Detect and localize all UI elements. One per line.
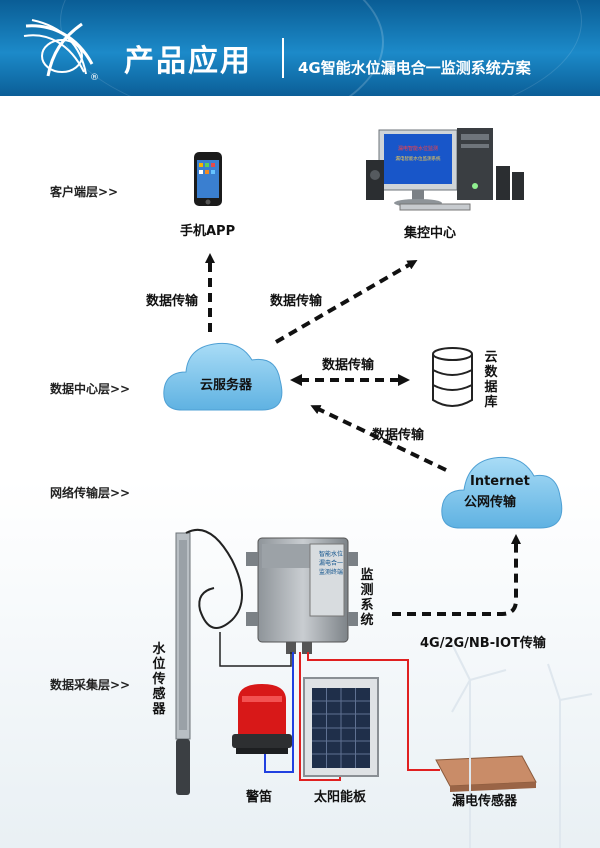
network-type-label: 4G/2G/NB-IOT传输: [420, 636, 546, 651]
water-level-sensor-icon: [175, 528, 243, 795]
arrow-to-control-center: [274, 259, 418, 344]
phone-icon: [194, 152, 222, 206]
layer-label-network: 网络传输层>>: [50, 486, 131, 500]
alarm-siren-icon: [232, 684, 292, 754]
svg-text:漏电智能水位监测系统: 漏电智能水位监测系统: [396, 155, 441, 162]
page-title: 产品应用: [124, 44, 252, 79]
device-box-text-line: 智能水位: [319, 550, 343, 558]
layer-label-collection: 数据采集层>>: [50, 678, 131, 692]
internet-cloud-icon: [441, 456, 563, 529]
edge-label-to-center: 数据传输: [270, 294, 323, 309]
phone-app-label: 手机APP: [180, 224, 236, 239]
device-box-text: 智能水位 漏电合一 监测终端: [319, 550, 345, 576]
solar-panel-icon: [303, 677, 379, 777]
wire-red: [307, 652, 440, 771]
arrow-monitor-to-internet: [392, 534, 521, 616]
layer-label-client: 客户端层>>: [50, 185, 119, 199]
header-banner: ® 产品应用 4G智能水位漏电合一监测系统方案: [0, 0, 600, 96]
cloud-db-label: 云数据库: [484, 350, 498, 410]
internet-label: Internet: [470, 474, 530, 489]
leak-sensor-icon: [435, 755, 537, 792]
wire-sensor: [219, 632, 292, 667]
layer-label-data-center: 数据中心层>>: [50, 382, 131, 396]
database-icon: [432, 347, 473, 407]
computer-icon: 漏电智能水位监测 漏电智能水位监测系统: [366, 128, 524, 211]
wire-red-solar: [299, 652, 341, 781]
alarm-label: 警笛: [246, 790, 273, 805]
leak-sensor-label: 漏电传感器: [452, 794, 518, 809]
arrow-internet-to-server: [310, 405, 447, 472]
edge-label-server-db: 数据传输: [322, 358, 375, 373]
edge-label-internet-server: 数据传输: [372, 428, 425, 443]
cloud-server-label: 云服务器: [200, 378, 253, 393]
svg-text:漏电智能水位监测: 漏电智能水位监测: [398, 145, 438, 152]
wire-blue: [264, 652, 294, 773]
monitor-system-label: 监测系统: [360, 568, 374, 628]
cloud-server-icon: [163, 342, 283, 411]
device-box-text-line: 漏电合一: [319, 559, 343, 567]
svg-text:®: ®: [90, 73, 99, 82]
water-sensor-label: 水位传感器: [152, 642, 166, 717]
wind-turbine-decoration: [449, 639, 593, 848]
company-logo: ®: [23, 19, 99, 82]
page-subtitle: 4G智能水位漏电合一监测系统方案: [298, 59, 531, 77]
monitor-device-icon: 智能水位 漏电合一 监测终端: [246, 537, 358, 654]
public-network-label: 公网传输: [464, 495, 517, 510]
edge-label-to-phone: 数据传输: [146, 294, 199, 309]
title-divider: [282, 38, 284, 78]
device-box-text-line: 监测终端: [319, 568, 343, 576]
control-center-label: 集控中心: [404, 226, 457, 241]
solar-panel-label: 太阳能板: [314, 790, 367, 805]
